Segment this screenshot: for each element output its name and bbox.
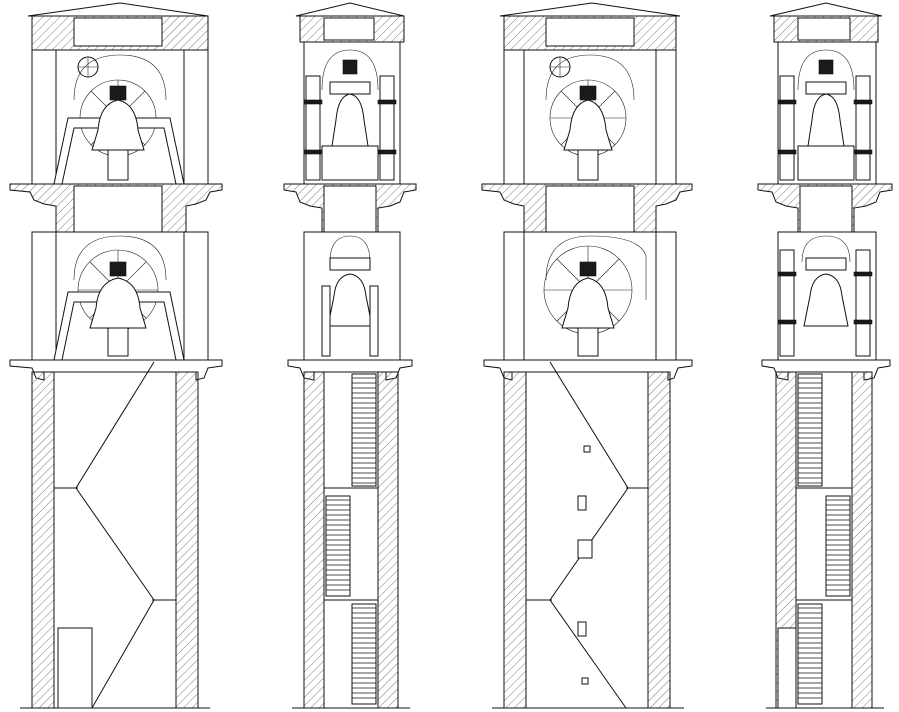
column [305,75,321,181]
roof [27,2,209,17]
bell-icon [91,99,145,151]
staircase [325,373,377,705]
window [583,445,591,453]
door [57,627,93,709]
tower-view-1 [9,2,223,709]
bell-icon [807,93,845,147]
column [779,249,795,357]
bell-icon [327,273,373,327]
tower-view-2 [283,2,417,709]
column [379,75,395,181]
window [577,539,593,559]
column [779,75,795,181]
bell-icon [803,273,849,327]
tower-view-4 [757,2,893,709]
window [577,621,587,637]
door [777,627,797,709]
bell-icon [563,99,613,151]
bell-icon [331,93,369,147]
shaft-wall [31,371,55,709]
window [577,495,587,511]
bell-icon [561,277,615,329]
tower-view-3 [481,2,693,709]
stair-diagonal [75,361,155,709]
column [855,75,871,181]
bell-icon [89,277,147,329]
window [581,677,589,685]
shaft-wall [175,371,199,709]
column [855,249,871,357]
